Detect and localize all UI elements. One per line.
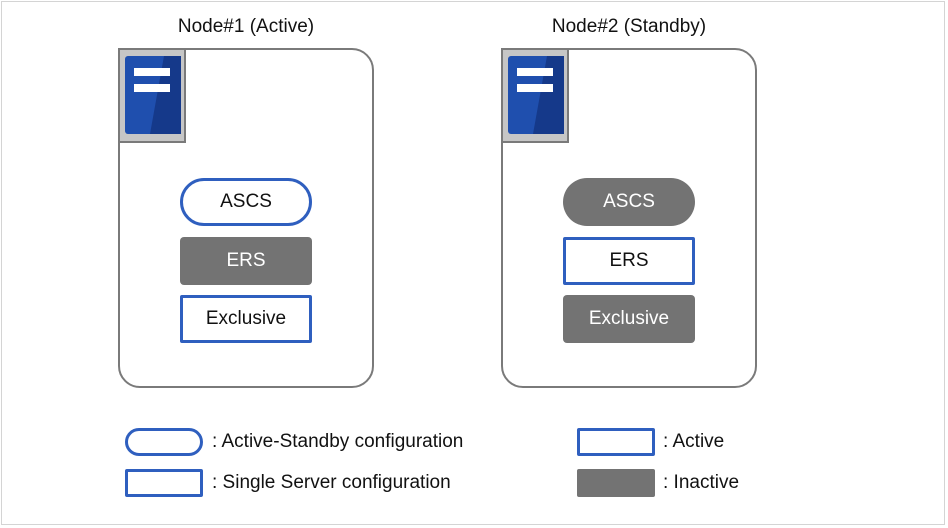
- node-2-ers: ERS: [563, 237, 695, 285]
- legend-inactive-label: : Inactive: [663, 472, 740, 493]
- legend-inactive-shape: [577, 469, 655, 497]
- server-icon: [118, 48, 186, 143]
- server-icon: [501, 48, 569, 143]
- node-1-exclusive: Exclusive: [180, 295, 312, 343]
- legend-active-label: : Active: [663, 431, 725, 452]
- legend-active-shape: [577, 428, 655, 456]
- node-1-title: Node#1 (Active): [177, 16, 315, 37]
- node-2-exclusive: Exclusive: [563, 295, 695, 343]
- legend-active-standby-shape: [125, 428, 203, 456]
- legend-single-server-label: : Single Server configuration: [212, 472, 451, 493]
- node-2-title: Node#2 (Standby): [551, 16, 707, 37]
- node-1-ascs: ASCS: [180, 178, 312, 226]
- legend-single-server-shape: [125, 469, 203, 497]
- legend-active-standby-label: : Active-Standby configuration: [212, 431, 464, 452]
- node-1-ers: ERS: [180, 237, 312, 285]
- node-2-ascs: ASCS: [563, 178, 695, 226]
